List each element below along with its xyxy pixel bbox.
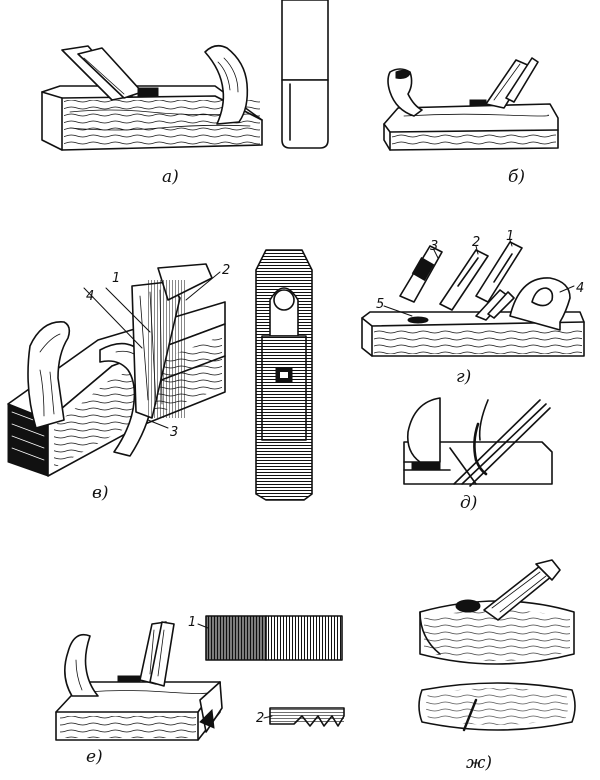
label-v-2: 2 — [222, 263, 230, 278]
plane-g — [361, 239, 585, 357]
plane-zh — [418, 559, 576, 732]
caption-b: б) — [508, 167, 525, 187]
moulding-iron-profile — [197, 615, 345, 727]
label-e-1: 1 — [188, 615, 196, 630]
plane-iron-tall — [281, 0, 329, 149]
caption-g: г) — [456, 367, 471, 387]
plane-a — [41, 44, 263, 151]
label-v-3: 3 — [170, 425, 178, 440]
caption-zh: ж) — [466, 753, 492, 773]
label-v-1: 1 — [112, 271, 120, 286]
label-e-2: 2 — [256, 711, 264, 726]
label-g-4: 4 — [576, 281, 584, 296]
plane-plan-view — [255, 249, 313, 501]
label-g-2: 2 — [472, 235, 480, 250]
caption-d: д) — [460, 493, 477, 513]
plane-v — [7, 263, 226, 477]
caption-v: в) — [92, 483, 109, 503]
plane-b — [383, 57, 559, 151]
caption-a: а) — [162, 167, 179, 187]
label-g-3: 3 — [430, 239, 438, 254]
label-g-5: 5 — [376, 297, 384, 312]
plane-d — [403, 397, 553, 487]
label-v-4: 4 — [86, 289, 94, 304]
label-g-1: 1 — [506, 229, 514, 244]
caption-e: е) — [86, 747, 103, 767]
plane-e — [55, 621, 223, 741]
